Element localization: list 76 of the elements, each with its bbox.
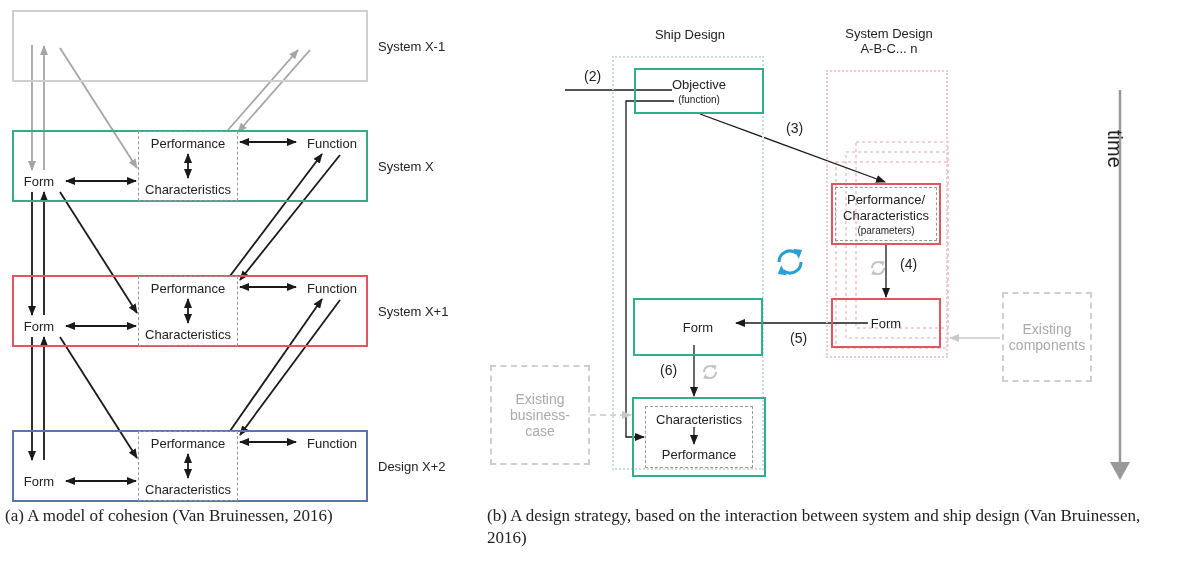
arrow (65, 322, 137, 330)
arrow (184, 298, 192, 324)
text-label: Function (298, 134, 366, 152)
arrow (237, 49, 311, 133)
edge-label: (5) (788, 330, 810, 346)
layer-label: Design X+2 (378, 459, 446, 474)
box-title: Objective (671, 76, 727, 93)
arrow (229, 153, 323, 277)
text-label: Performance (650, 444, 748, 464)
arrow (28, 44, 36, 171)
arrow (59, 47, 138, 169)
arrow (184, 453, 192, 479)
connector-line (564, 89, 673, 91)
arrow (28, 191, 36, 316)
box-title: Performance/ Characteristics (842, 191, 930, 224)
process-box (634, 68, 764, 114)
dashed-group-box (138, 131, 238, 201)
box-subtitle: (function) (678, 92, 720, 106)
edge-label: (2) (582, 68, 604, 84)
column-heading: System Design A-B-C... n (844, 26, 934, 56)
arrow (690, 426, 698, 445)
arrow (40, 191, 48, 316)
edge-label: (6) (658, 362, 680, 378)
layer-label: System X (378, 159, 434, 174)
arrow (59, 191, 138, 314)
text-label: Form (14, 472, 64, 490)
arrow (882, 244, 890, 298)
figure-caption: (b) A design strategy, based on the interaction between system and ship design (Van Bruinessen, 2016) (487, 505, 1142, 549)
arrow (239, 438, 297, 446)
figure-caption: (a) A model of cohesion (Van Bruinessen, 2016) (5, 505, 334, 527)
text-label: Function (298, 434, 366, 452)
arrow (227, 49, 299, 131)
arrow (239, 154, 341, 281)
text-label: Characteristics (140, 325, 236, 343)
dashed-input-box: Existing business-case (490, 365, 590, 465)
process-box (831, 183, 941, 245)
text-label: Function (298, 279, 366, 297)
arrow (65, 477, 137, 485)
arrow (184, 153, 192, 179)
dashed-group-box (138, 431, 238, 501)
dashed-group-box (138, 276, 238, 346)
dashed-group-box (645, 406, 753, 468)
text-label: Performance (142, 134, 234, 152)
layer-label: System X+1 (378, 304, 449, 319)
text-label: Form (14, 172, 64, 190)
text-label: Performance (142, 279, 234, 297)
arrow (65, 177, 137, 185)
dashed-input-box: Existing components (1002, 292, 1092, 382)
axis-label: time (1103, 130, 1126, 168)
process-box: Form (633, 298, 763, 356)
edge-label: (4) (898, 256, 920, 272)
text-label: Performance (142, 434, 234, 452)
arrow (59, 336, 138, 459)
layer-label: System X-1 (378, 39, 446, 54)
text-label: Characteristics (648, 409, 750, 429)
process-box (632, 397, 766, 477)
arrow (239, 138, 297, 146)
process-box: Form (831, 298, 941, 348)
arrow (239, 283, 297, 291)
box-subtitle: (parameters) (857, 223, 915, 237)
column-heading: Ship Design (653, 27, 727, 42)
text-label: Characteristics (140, 480, 236, 498)
text-label: Form (14, 317, 64, 335)
arrow (229, 298, 323, 432)
text-label: Characteristics (140, 180, 236, 198)
arrow (949, 334, 1001, 342)
arrow (239, 299, 341, 436)
edge-label: (3) (784, 120, 806, 136)
arrow (28, 336, 36, 461)
arrow (699, 113, 886, 183)
arrow (690, 344, 698, 397)
arrow (40, 45, 48, 171)
arrow (735, 319, 869, 327)
arrow (589, 411, 632, 419)
arrow (625, 100, 675, 441)
arrow (40, 336, 48, 461)
